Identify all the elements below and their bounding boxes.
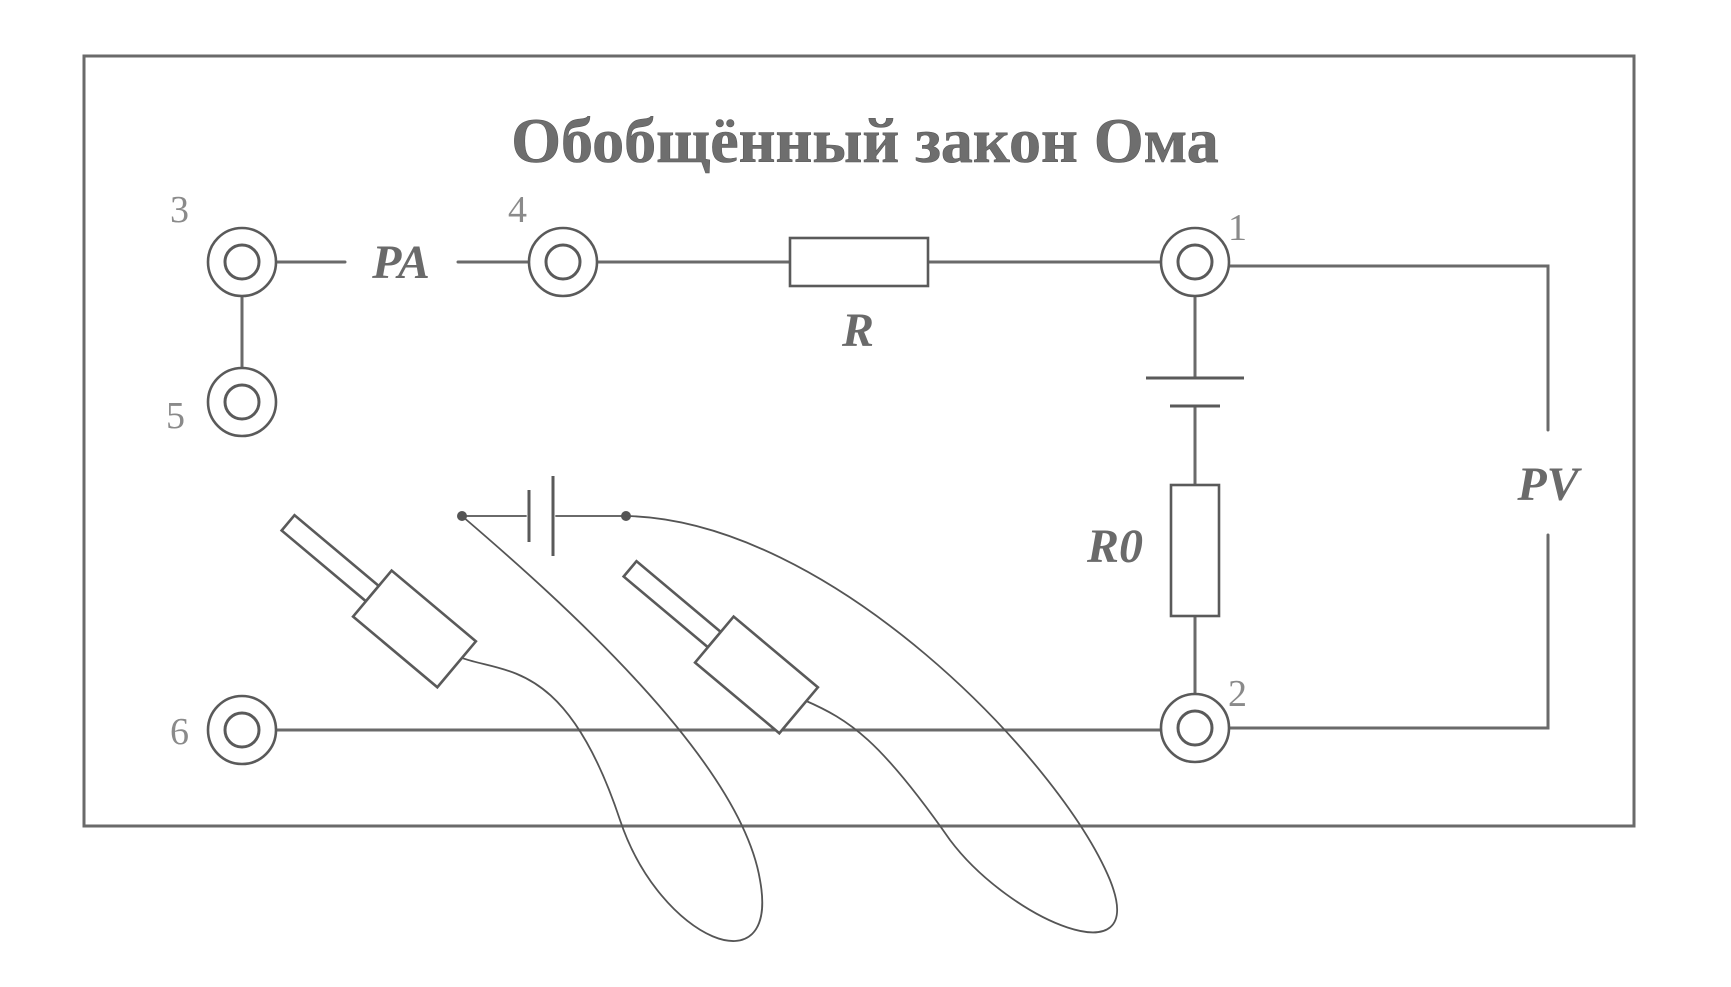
lead-wire-left-outer xyxy=(445,515,763,942)
terminal-4[interactable] xyxy=(527,226,599,298)
terminal-label-6: 6 xyxy=(170,711,189,753)
free-source xyxy=(457,476,631,556)
ammeter-label: PA xyxy=(371,236,430,289)
resistor-label: R xyxy=(841,304,874,357)
terminal-3[interactable] xyxy=(206,226,278,298)
board-frame xyxy=(82,54,1636,828)
terminal-1[interactable] xyxy=(1159,226,1231,298)
test-probe-right[interactable] xyxy=(611,546,820,736)
terminal-2[interactable] xyxy=(1159,692,1231,764)
internal-resistor-label: R0 xyxy=(1086,520,1143,573)
diagram-title: Обобщённый закон Ома xyxy=(511,105,1219,176)
voltmeter-label: PV xyxy=(1516,458,1582,511)
wire-1-pv xyxy=(1227,264,1550,432)
resistor-r0 xyxy=(1169,483,1221,618)
terminal-label-2: 2 xyxy=(1228,673,1247,715)
terminal-label-1: 1 xyxy=(1228,207,1247,249)
terminal-label-4: 4 xyxy=(508,189,527,231)
terminal-5[interactable] xyxy=(206,366,278,438)
resistor-r xyxy=(788,236,930,288)
battery-source xyxy=(1146,376,1244,408)
terminal-6[interactable] xyxy=(206,694,278,766)
test-probe-left[interactable] xyxy=(269,500,478,690)
terminal-label-5: 5 xyxy=(166,395,185,437)
terminal-label-3: 3 xyxy=(170,189,189,231)
lead-wire-right-outer xyxy=(625,515,1118,934)
wire-pv-2 xyxy=(1227,533,1550,730)
